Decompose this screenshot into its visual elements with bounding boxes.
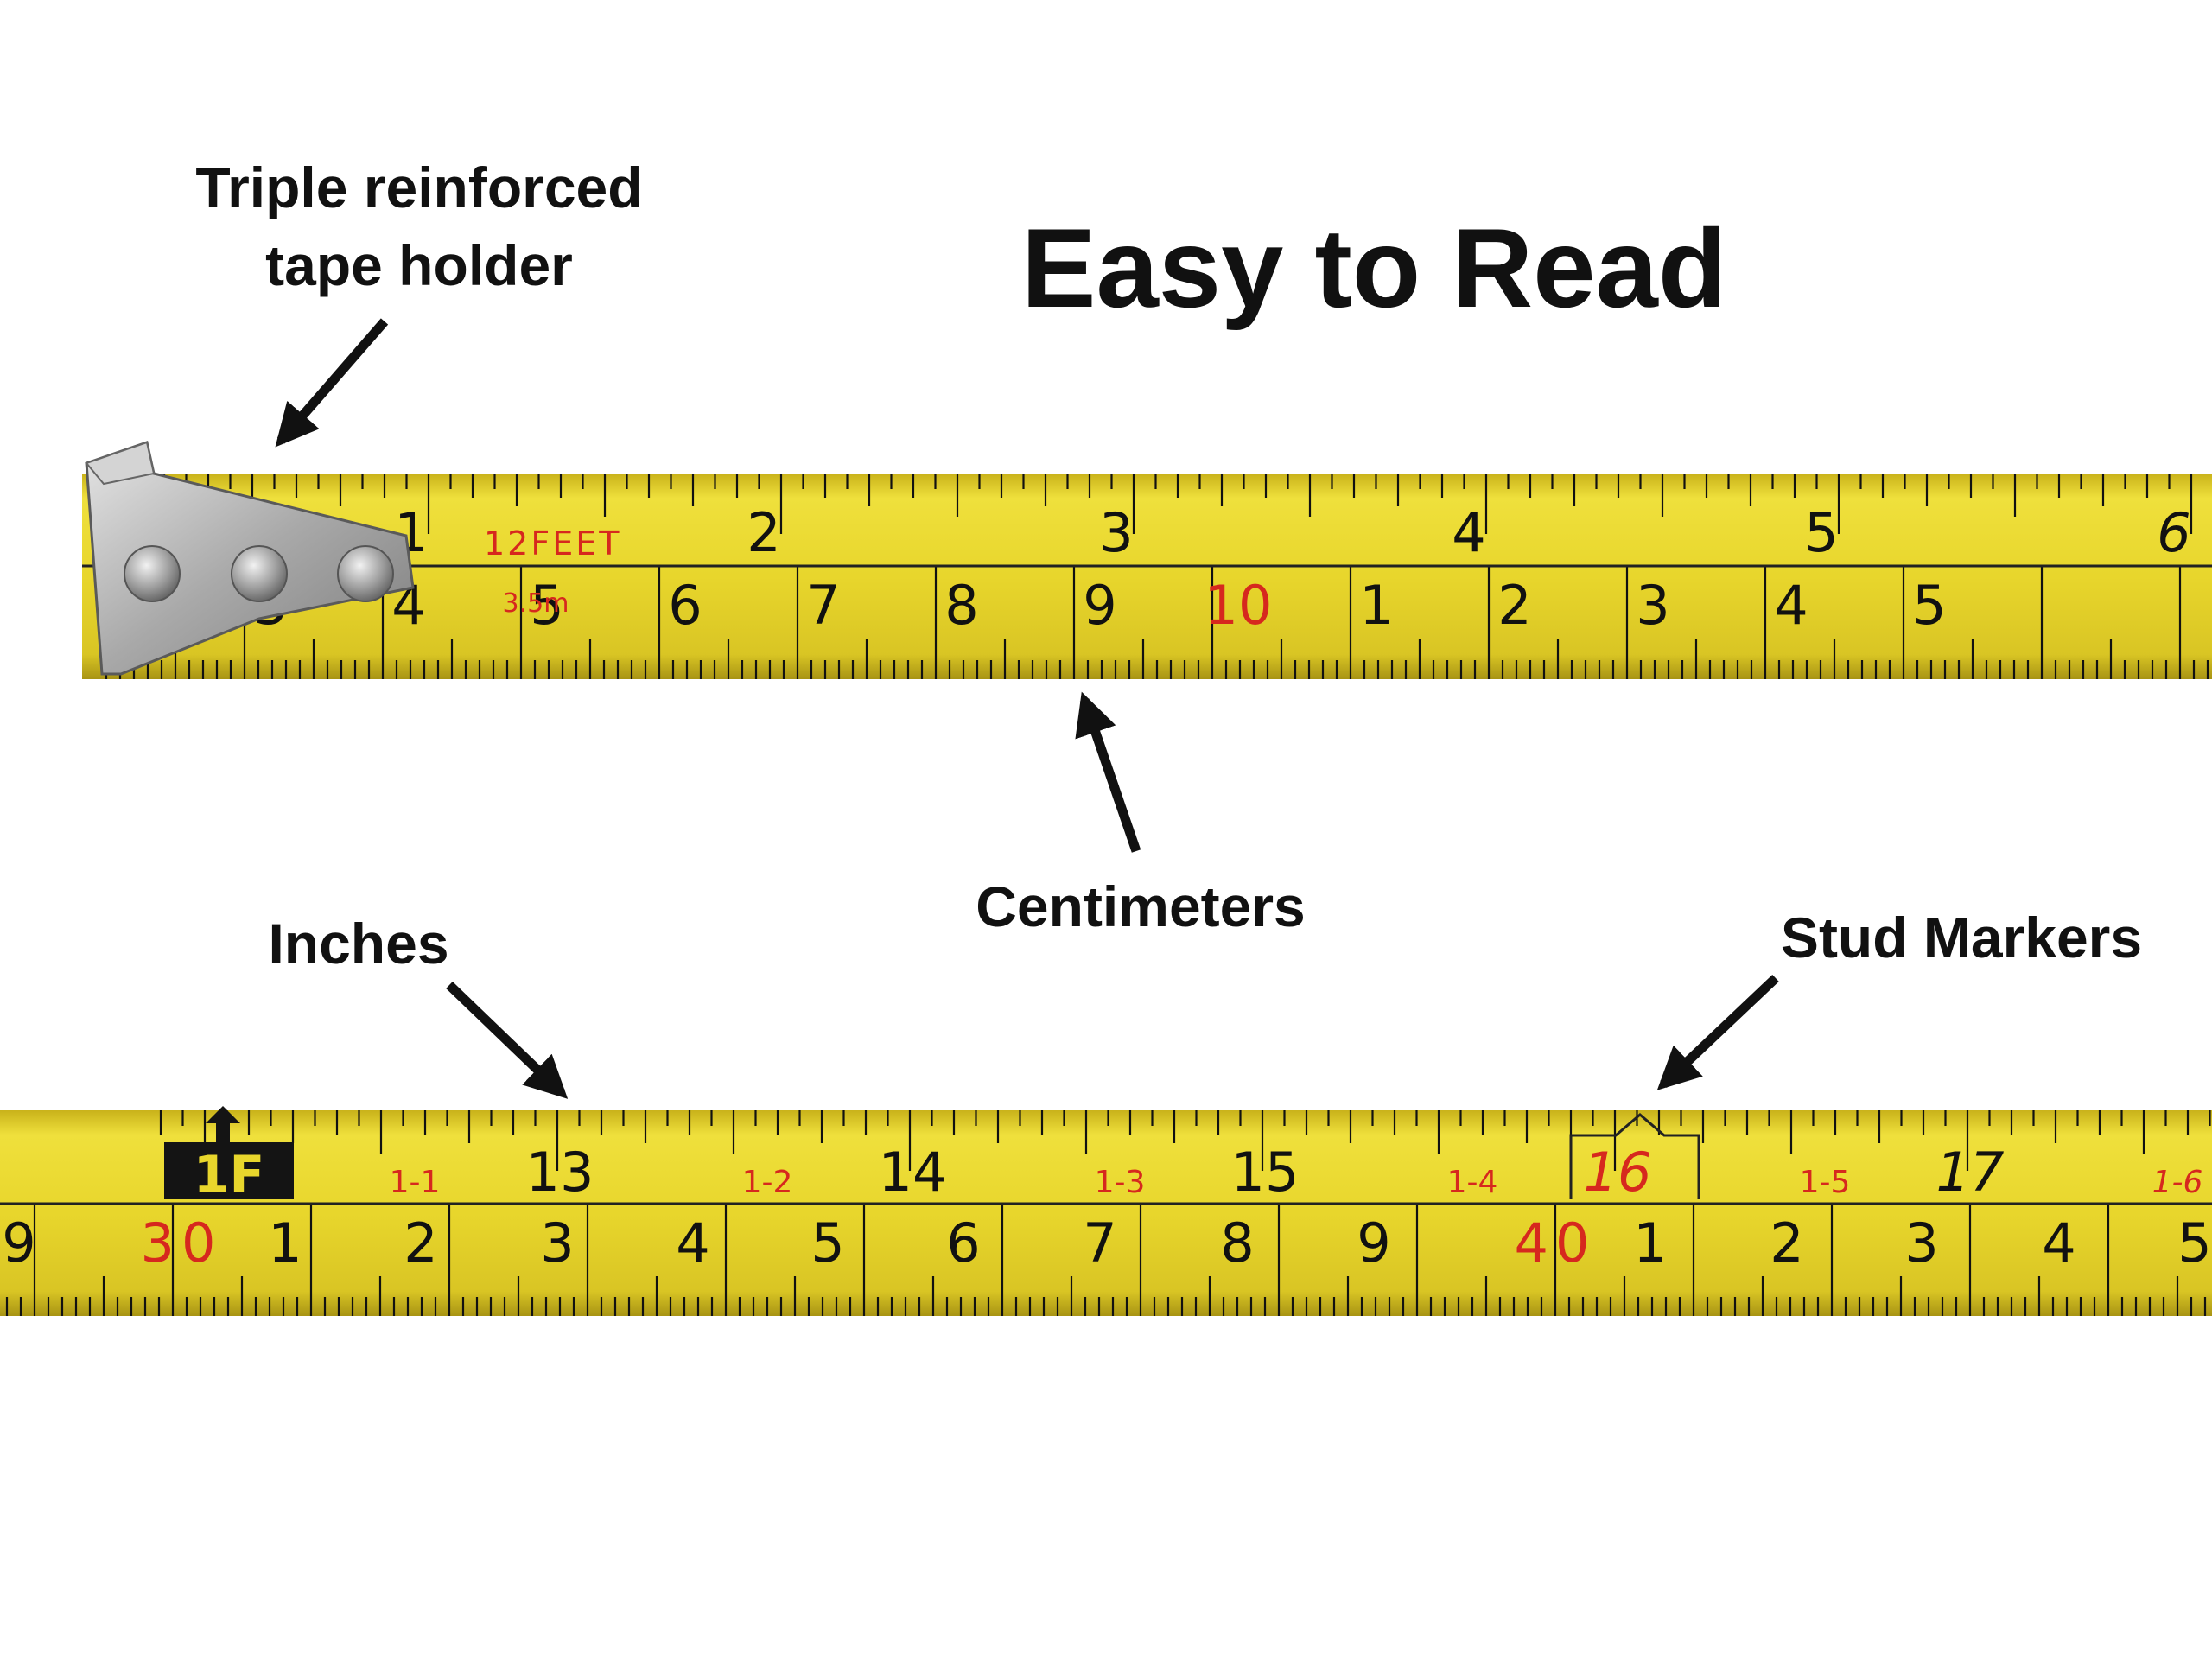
cm-number: 6 — [668, 574, 702, 637]
inch-number: 17 — [1936, 1141, 2005, 1204]
cm-number: 4 — [1774, 574, 1808, 637]
inch-number: 14 — [879, 1141, 947, 1204]
inch-number: 4 — [1452, 501, 1485, 564]
cm-number: 4 — [676, 1211, 709, 1274]
foot-inch-label: 1-3 — [1095, 1165, 1146, 1200]
tape-bottom-inch-numbers: 13 14 15 16 17 — [526, 1141, 2005, 1204]
cm-number: 2 — [404, 1211, 437, 1274]
stud-marker — [1569, 1113, 1700, 1199]
tape-top-body — [82, 474, 2212, 679]
tape-bottom-foot-inch-labels: 1-1 1-2 1-3 1-4 1-5 1-6 — [390, 1165, 2203, 1200]
rivet — [231, 545, 288, 602]
inch-number: 13 — [526, 1141, 594, 1204]
cm-number: 8 — [944, 574, 978, 637]
foot-inch-label: 1-2 — [742, 1165, 793, 1200]
cm-number: 3 — [540, 1211, 574, 1274]
cm-number: 7 — [806, 574, 840, 637]
foot-badge: 1F — [194, 1145, 265, 1205]
cm-number: 9 — [2, 1211, 35, 1274]
cm-number: 9 — [1357, 1211, 1390, 1274]
cm-number: 2 — [1770, 1211, 1803, 1274]
foot-marker: 1F — [164, 1106, 294, 1205]
inch-number: 15 — [1231, 1141, 1300, 1204]
cm-number: 6 — [946, 1211, 980, 1274]
holder-arrow — [275, 318, 389, 448]
callout-stud-markers: Stud Markers — [1781, 906, 2142, 969]
rivet — [124, 545, 181, 602]
cm-number: 5 — [2177, 1211, 2211, 1274]
foot-inch-label: 1-6 — [2152, 1165, 2203, 1200]
tape-bottom-body — [0, 1110, 2212, 1316]
brand-text: 12FEET — [484, 524, 621, 563]
cm-number: 2 — [1497, 574, 1531, 637]
cm-number: 5 — [1912, 574, 1946, 637]
inch-number: 5 — [1804, 501, 1838, 564]
cm-number: 30 — [141, 1211, 223, 1274]
page-title: Easy to Read — [1021, 205, 1726, 331]
inch-number: 2 — [747, 501, 780, 564]
rivet — [337, 545, 394, 602]
tape-top-ticks — [97, 474, 2209, 679]
cm-number: 8 — [1220, 1211, 1254, 1274]
cm-number: 3 — [1636, 574, 1669, 637]
cm-number: 9 — [1083, 574, 1116, 637]
callout-centimeters: Centimeters — [976, 874, 1305, 938]
cm-number: 1 — [1633, 1211, 1667, 1274]
inch-number: 6 — [2157, 501, 2190, 564]
callout-inches: Inches — [268, 912, 448, 976]
callout-holder-line1: Triple reinforced — [195, 156, 642, 219]
cm-number: 1 — [1359, 574, 1393, 637]
cm-number: 7 — [1083, 1211, 1116, 1274]
centimeters-arrow — [1075, 691, 1141, 853]
inch-number: 3 — [1099, 501, 1133, 564]
metric-text: 3.5m — [503, 588, 569, 619]
cm-number: 1 — [268, 1211, 302, 1274]
cm-number: 4 — [2042, 1211, 2075, 1274]
cm-number: 5 — [810, 1211, 844, 1274]
inch-number: 16 — [1584, 1141, 1652, 1204]
tape-holder-hook — [85, 441, 415, 676]
callout-holder-line2: tape holder — [265, 233, 573, 297]
foot-inch-label: 1-4 — [1447, 1165, 1498, 1200]
cm-number: 3 — [1904, 1211, 1938, 1274]
stud-arrow — [1656, 975, 1779, 1090]
foot-inch-label: 1-5 — [1800, 1165, 1851, 1200]
cm-number: 5 — [530, 574, 563, 637]
cm-number: 10 — [1205, 574, 1273, 637]
tape-bottom-ticks — [5, 1110, 2211, 1316]
foot-inch-label: 1-1 — [390, 1165, 441, 1200]
tape-bottom-cm-numbers: 9 30 1 2 3 4 5 6 7 8 9 40 1 2 3 4 5 — [2, 1211, 2211, 1274]
cm-number: 40 — [1515, 1211, 1597, 1274]
inches-arrow — [446, 982, 569, 1099]
